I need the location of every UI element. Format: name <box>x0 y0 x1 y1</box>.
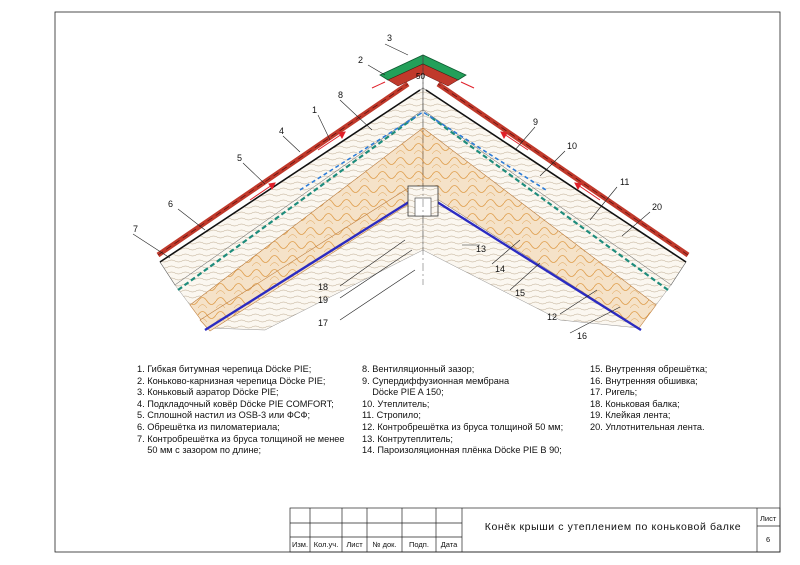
callout-7: 7 <box>133 224 138 234</box>
legend-item: 50 мм с зазором по длине; <box>137 445 262 456</box>
stamp-col-kol: Кол.уч. <box>313 540 339 549</box>
legend-item: 1. Гибкая битумная черепица Döcke PIE; <box>137 364 312 374</box>
membrane-right <box>427 114 669 291</box>
stamp-col-date: Дата <box>440 540 458 549</box>
legend-column-3: 15. Внутренняя обрешётка; 16. Внутренняя… <box>590 364 707 434</box>
legend-item: 19. Клейкая лента; <box>590 410 671 421</box>
callout-19: 19 <box>318 295 328 305</box>
callout-6: 6 <box>168 199 173 209</box>
legend-item: 15. Внутренняя обрешётка; <box>590 364 708 374</box>
ridge-gap-dimension: 50 <box>416 72 425 81</box>
legend-item: 5. Сплошной настил из OSB-3 или ФСФ; <box>137 410 311 421</box>
callout-5: 5 <box>237 153 242 163</box>
callout-18: 18 <box>318 282 328 292</box>
callout-numbers: 3 2 1 8 4 5 6 7 9 10 11 20 13 14 15 12 1… <box>133 33 662 341</box>
title-block <box>289 507 781 553</box>
shingle-layer <box>156 81 690 258</box>
sheet-number: 6 <box>766 535 771 544</box>
callout-16: 16 <box>577 331 587 341</box>
legend-item: 17. Ригель; <box>590 387 638 398</box>
legend-item: 6. Обрешётка из пиломатериала; <box>137 421 280 432</box>
callout-11: 11 <box>620 177 629 187</box>
callout-1: 1 <box>312 105 317 115</box>
legend-item: 12. Контробрешётка из бруса толщиной 50 … <box>362 421 564 432</box>
vapor-left <box>204 193 421 332</box>
legend-item: 10. Утеплитель; <box>362 398 430 409</box>
callout-9: 9 <box>533 117 538 127</box>
legend-item: 2. Коньково-карнизная черепица Döcke PIE… <box>137 375 326 386</box>
vapor-right <box>425 193 642 332</box>
legend-item: 9. Супердиффузионная мембрана <box>362 375 510 386</box>
sheet-label: Лист <box>760 514 777 523</box>
legend-item: 4. Подкладочный ковёр Döcke PIE COMFORT; <box>137 398 334 409</box>
callout-14: 14 <box>495 264 505 274</box>
callout-12: 12 <box>547 312 557 322</box>
callout-4: 4 <box>279 126 284 136</box>
legend-item: 16. Внутренняя обшивка; <box>590 375 698 386</box>
underlay-line-right <box>425 89 687 263</box>
stamp-col-sign: Подп. <box>409 540 429 549</box>
stamp-col-list: Лист <box>346 540 363 549</box>
legend-column-2: 8. Вентиляционный зазор; 9. Супердиффузи… <box>362 364 563 457</box>
callout-2: 2 <box>358 55 363 65</box>
legend-column-1: 1. Гибкая битумная черепица Döcke PIE; 2… <box>137 364 345 457</box>
leader-lines <box>132 43 651 334</box>
roof-left-slope <box>159 87 424 332</box>
callout-15: 15 <box>515 288 525 298</box>
legend-item: 8. Вентиляционный зазор; <box>362 364 475 374</box>
legend-item: 3. Коньковый аэратор Döcke PIE; <box>137 387 279 398</box>
callout-3: 3 <box>387 33 392 43</box>
legend-item: 11. Стропило; <box>362 410 421 421</box>
legend-item: 20. Уплотнительная лента. <box>590 421 705 432</box>
callout-20: 20 <box>652 202 662 212</box>
legend-item: 7. Контробрешётка из бруса толщиной не м… <box>137 433 345 444</box>
callout-13: 13 <box>476 244 486 254</box>
ventilation-arrows <box>249 81 601 201</box>
drawing-title: Конёк крыши с утеплением по коньковой ба… <box>484 521 742 533</box>
stamp-col-doc: № док. <box>372 540 397 549</box>
membrane-left <box>177 114 419 291</box>
underlay-line-left <box>159 89 421 263</box>
legend-item: 13. Контрутеплитель; <box>362 433 453 444</box>
callout-8: 8 <box>338 90 343 100</box>
legend-item: Döcke PIE A 150; <box>362 387 444 398</box>
legend-item: 14. Пароизоляционная плёнка Döcke PIE B … <box>362 445 562 456</box>
stamp-col-izm: Изм. <box>291 540 309 549</box>
callout-10: 10 <box>567 141 577 151</box>
legend-item: 18. Коньковая балка; <box>590 398 680 409</box>
callout-17: 17 <box>318 318 328 328</box>
